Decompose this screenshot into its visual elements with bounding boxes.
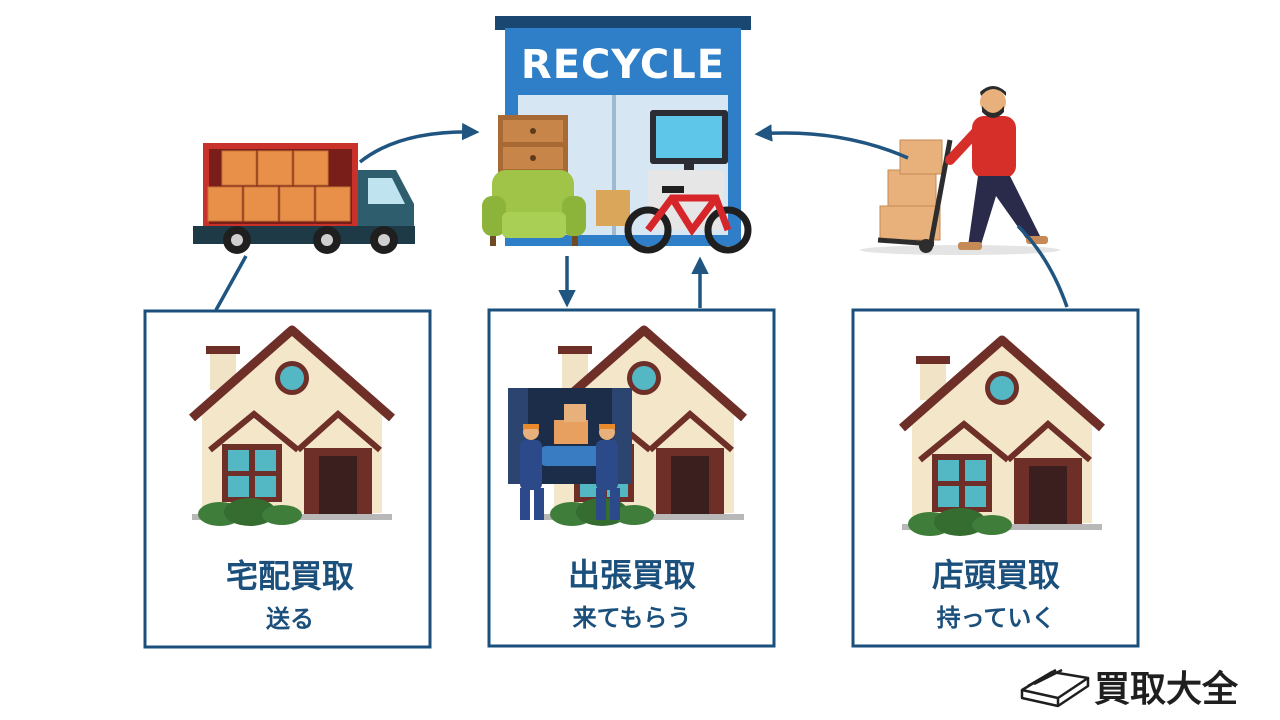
card-tento[interactable]: 店頭買取 持っていく bbox=[851, 308, 1140, 648]
card-subtitle: 来てもらう bbox=[573, 604, 692, 632]
sofa-icon bbox=[482, 170, 586, 246]
brand-logo: 買取大全 bbox=[1020, 668, 1239, 710]
card-subtitle: 持っていく bbox=[937, 604, 1056, 632]
card-subtitle: 送る bbox=[266, 605, 314, 633]
card-title: 店頭買取 bbox=[932, 556, 1060, 594]
moving-truck-workers-icon bbox=[508, 388, 632, 520]
arrow-person-to-store bbox=[754, 124, 909, 160]
brand-name: 買取大全 bbox=[1094, 668, 1239, 710]
card-title: 宅配買取 bbox=[226, 557, 354, 595]
card-takuhai[interactable]: 宅配買取 送る bbox=[143, 309, 432, 649]
book-icon bbox=[1020, 668, 1090, 708]
hand-truck-person-icon bbox=[860, 86, 1060, 255]
store-sign: RECYCLE bbox=[521, 42, 725, 88]
arrow-truck-to-store bbox=[358, 122, 480, 164]
card-title: 出張買取 bbox=[568, 556, 696, 594]
line-card1-to-truck bbox=[214, 255, 248, 311]
dresser-icon bbox=[498, 115, 568, 175]
card-shuccho[interactable]: 出張買取 来てもらう bbox=[487, 308, 776, 648]
box-icon bbox=[596, 190, 630, 226]
flow-arrows bbox=[214, 122, 1069, 311]
bicycle-icon bbox=[624, 186, 752, 254]
recycle-store: RECYCLE bbox=[482, 16, 752, 254]
line-card3-to-person bbox=[1016, 224, 1069, 308]
delivery-truck-icon bbox=[193, 143, 415, 254]
